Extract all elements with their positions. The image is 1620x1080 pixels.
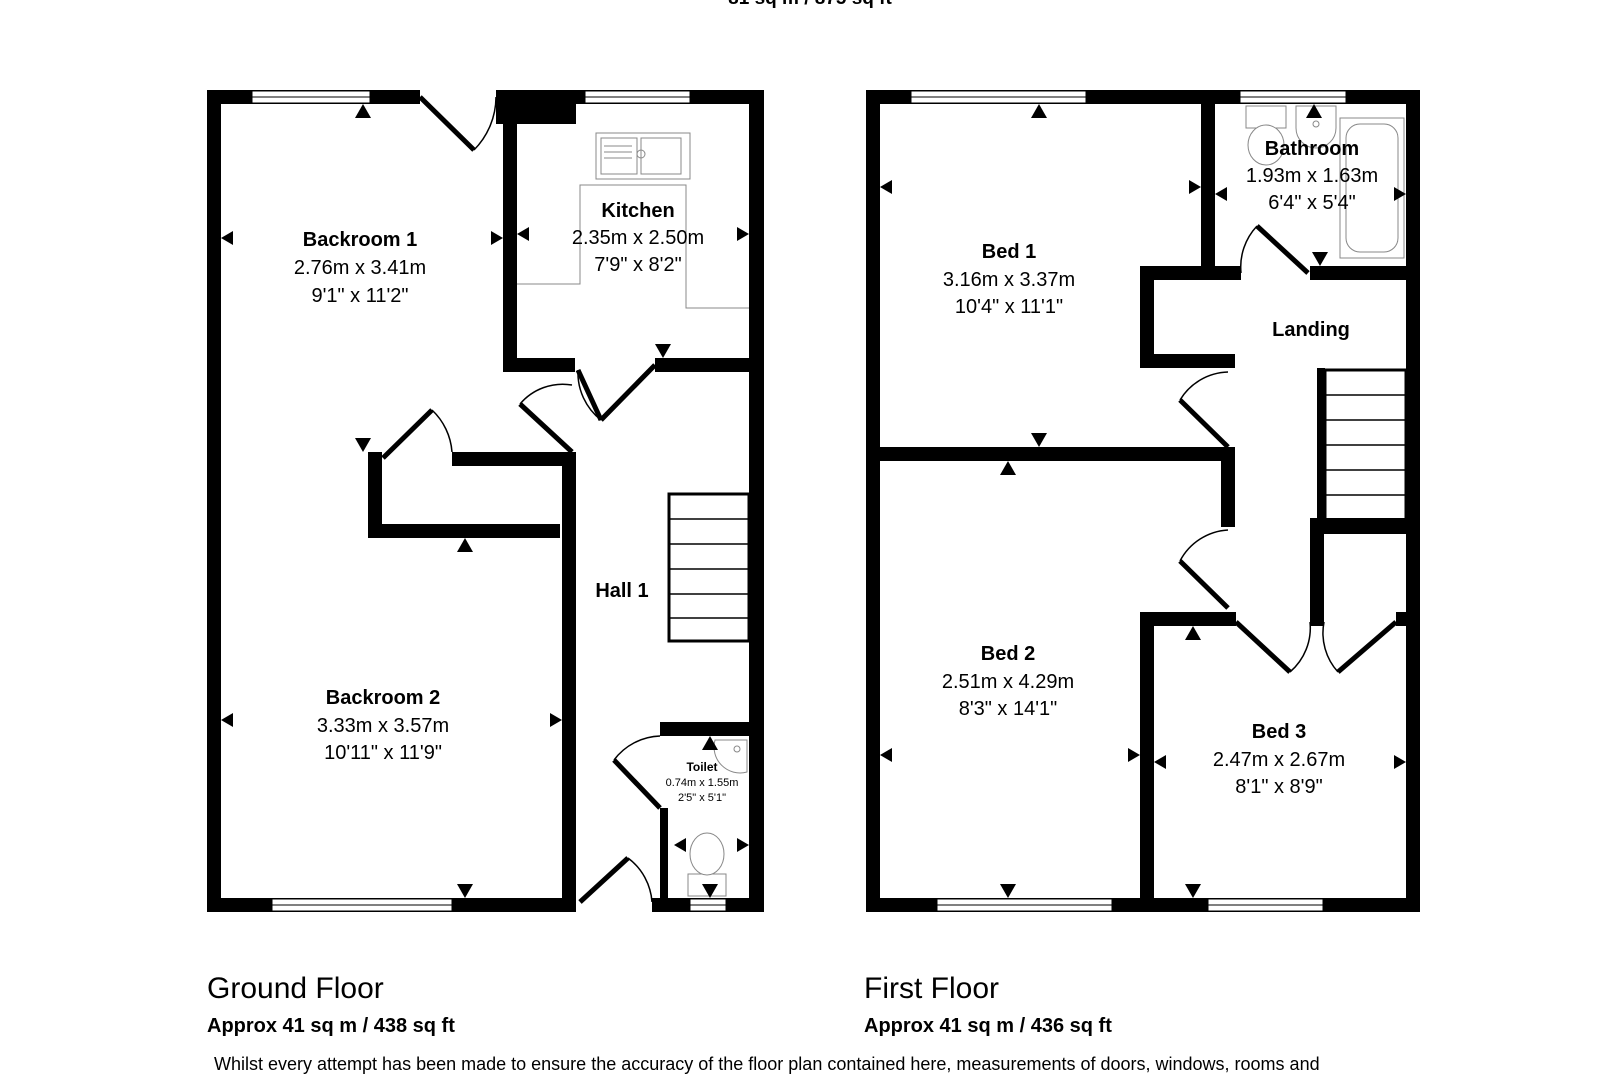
first-floor-area: Approx 41 sq m / 436 sq ft xyxy=(864,1015,1112,1037)
ground-floor-plan: Backroom 1 2.76m x 3.41m 9'1" x 11'2" Ki… xyxy=(207,90,764,912)
kitchen-imperial: 7'9" x 8'2" xyxy=(594,254,681,276)
kitchen-fixtures xyxy=(517,132,749,309)
hall1-name: Hall 1 xyxy=(595,580,648,602)
backroom2-name: Backroom 2 xyxy=(326,687,441,709)
ground-floor-labels: Backroom 1 2.76m x 3.41m 9'1" x 11'2" Ki… xyxy=(294,200,739,804)
ground-floor-area: Approx 41 sq m / 438 sq ft xyxy=(207,1015,455,1037)
first-floor-doors xyxy=(1178,224,1398,674)
first-floor-plan: Bed 1 3.16m x 3.37m 10'4" x 11'1" Bathro… xyxy=(866,90,1420,912)
toilet-imperial: 2'5" x 5'1" xyxy=(678,792,726,804)
bed3-metric: 2.47m x 2.67m xyxy=(1213,749,1345,771)
bed3-name: Bed 3 xyxy=(1252,721,1306,743)
toilet-name: Toilet xyxy=(686,760,717,774)
bed3-imperial: 8'1" x 8'9" xyxy=(1235,776,1322,798)
kitchen-name: Kitchen xyxy=(601,200,674,222)
landing-stairs xyxy=(1323,368,1408,522)
bed2-metric: 2.51m x 4.29m xyxy=(942,671,1074,693)
backroom2-imperial: 10'11" x 11'9" xyxy=(324,742,442,764)
toilet-metric: 0.74m x 1.55m xyxy=(666,777,739,789)
bed1-metric: 3.16m x 3.37m xyxy=(943,269,1075,291)
ground-floor-doors xyxy=(381,95,662,904)
backroom1-metric: 2.76m x 3.41m xyxy=(294,257,426,279)
bathroom-metric: 1.93m x 1.63m xyxy=(1246,165,1378,187)
first-floor-title: First Floor xyxy=(864,972,999,1005)
bed2-imperial: 8'3" x 14'1" xyxy=(959,698,1058,720)
bathroom-name: Bathroom xyxy=(1265,138,1359,160)
kitchen-metric: 2.35m x 2.50m xyxy=(572,227,704,249)
bed1-imperial: 10'4" x 11'1" xyxy=(955,296,1063,318)
ground-floor-dimension-arrows xyxy=(221,104,749,898)
backroom2-metric: 3.33m x 3.57m xyxy=(317,715,449,737)
first-floor-labels: Bed 1 3.16m x 3.37m 10'4" x 11'1" Bathro… xyxy=(942,138,1378,798)
first-floor-dimension-arrows xyxy=(880,104,1406,898)
total-area: 81 sq m / 875 sq ft xyxy=(0,0,1620,10)
backroom1-imperial: 9'1" x 11'2" xyxy=(311,285,408,307)
backroom1-name: Backroom 1 xyxy=(303,229,418,251)
bathroom-imperial: 6'4" x 5'4" xyxy=(1268,192,1355,214)
first-floor-walls xyxy=(866,90,1420,912)
hall-stairs xyxy=(667,492,751,643)
ground-floor-title: Ground Floor xyxy=(207,972,384,1005)
disclaimer-text: Whilst every attempt has been made to en… xyxy=(214,1054,1320,1074)
bed2-name: Bed 2 xyxy=(981,643,1035,665)
ground-floor-walls xyxy=(207,90,764,912)
landing-name: Landing xyxy=(1272,319,1350,341)
bed1-name: Bed 1 xyxy=(982,241,1036,263)
bathroom-fixtures xyxy=(1245,105,1405,259)
